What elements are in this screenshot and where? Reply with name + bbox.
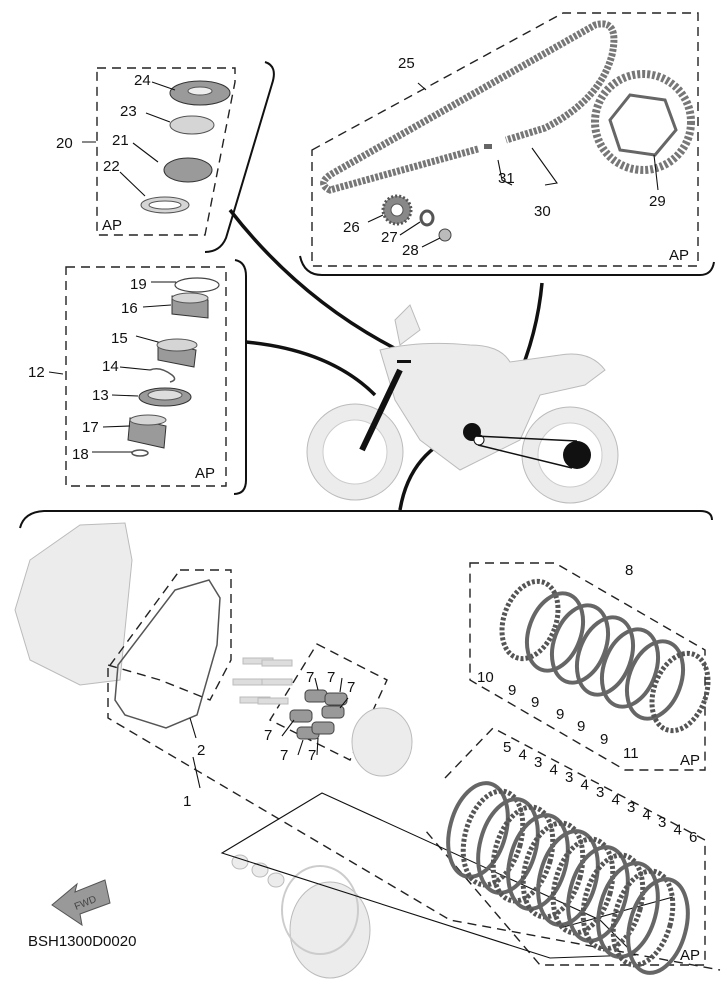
part-label: 2 <box>197 742 205 759</box>
part-label: 9 <box>577 718 585 735</box>
callout-frame-clutch <box>19 510 713 529</box>
part-label: 31 <box>498 170 515 187</box>
clutch-plate <box>626 877 690 975</box>
callout-frame-steering-upper <box>204 61 275 253</box>
part-label: 7 <box>308 747 316 764</box>
part-label: 15 <box>111 330 128 347</box>
part-label: 4 <box>550 762 558 779</box>
part-label: 28 <box>402 242 419 259</box>
clutch-plate <box>596 861 660 959</box>
group-steering-upper <box>82 67 236 236</box>
part-label: 30 <box>534 203 551 220</box>
part-label: 9 <box>508 682 516 699</box>
motorcycle-illustration <box>306 304 619 504</box>
part-label: 9 <box>556 706 564 723</box>
part-label: 3 <box>565 769 573 786</box>
ap-label: AP <box>669 247 689 264</box>
clutch-plate <box>550 836 616 936</box>
ap-label: AP <box>680 947 700 964</box>
part-label: 27 <box>381 229 398 246</box>
part-label: 4 <box>581 777 589 794</box>
part-label: 29 <box>649 193 666 210</box>
part-label: 9 <box>531 694 539 711</box>
part-label: 3 <box>627 799 635 816</box>
group-clutch <box>14 522 721 979</box>
clutch-plate <box>549 603 611 685</box>
part-label: 7 <box>306 669 314 686</box>
clutch-plate <box>624 639 686 721</box>
part-label: 14 <box>102 358 119 375</box>
part-label: 5 <box>503 739 511 756</box>
group-drive-chain <box>311 12 699 267</box>
part-label: 4 <box>519 747 527 764</box>
clutch-plate <box>506 813 570 911</box>
fwd-arrow-icon: FWD <box>51 879 111 927</box>
clutch-plate <box>490 804 556 904</box>
clutch-kit-8-plates <box>499 578 711 734</box>
ap-label: AP <box>195 465 215 482</box>
part-label: 4 <box>612 792 620 809</box>
callout-frame-steering-lower <box>233 259 247 495</box>
part-label: 3 <box>534 754 542 771</box>
part-label: 19 <box>130 276 147 293</box>
part-label: 4 <box>674 822 682 839</box>
clutch-plate <box>599 627 661 709</box>
clutch-plate <box>536 829 600 927</box>
part-label: 13 <box>92 387 109 404</box>
set-label-12: 12 <box>28 364 45 381</box>
part-label: 21 <box>112 132 129 149</box>
callout-frame-drive-chain <box>299 255 715 276</box>
ap-label: AP <box>680 752 700 769</box>
part-label: 26 <box>343 219 360 236</box>
leader-steering-upper <box>228 208 399 352</box>
set-label-20: 20 <box>56 135 73 152</box>
part-label: 7 <box>280 747 288 764</box>
part-label: 22 <box>103 158 120 175</box>
clutch-plate <box>580 852 646 952</box>
part-label: 11 <box>623 745 639 762</box>
clutch-plate <box>566 845 630 943</box>
part-label: 16 <box>121 300 138 317</box>
clutch-plate <box>446 781 510 879</box>
leader-steering-lower <box>245 340 377 397</box>
clutch-plate-stack <box>446 781 690 975</box>
clutch-plate <box>574 615 636 697</box>
part-label: 9 <box>600 731 608 748</box>
diagram-code: BSH1300D0020 <box>28 933 136 950</box>
part-label: 23 <box>120 103 137 120</box>
group-steering-lower <box>48 266 227 487</box>
clutch-plate <box>610 868 676 968</box>
part-label: 7 <box>347 679 355 696</box>
part-label: 6 <box>689 829 697 846</box>
clutch-plate <box>649 650 711 734</box>
clutch-plate <box>499 578 561 662</box>
ap-label: AP <box>102 217 122 234</box>
part-label: 3 <box>658 814 666 831</box>
part-label: 25 <box>398 55 415 72</box>
part-label: 7 <box>264 727 272 744</box>
part-label: 24 <box>134 72 151 89</box>
clutch-plate <box>524 591 586 673</box>
part-label: 18 <box>72 446 89 463</box>
part-label: 10 <box>477 669 494 686</box>
clutch-plate <box>476 797 540 895</box>
part-label: 7 <box>327 669 335 686</box>
part-label: 17 <box>82 419 99 436</box>
part-label: 4 <box>643 807 651 824</box>
clutch-plate <box>460 788 526 888</box>
set-label-1: 1 <box>183 793 191 810</box>
part-label: 3 <box>596 784 604 801</box>
clutch-plate <box>520 820 586 920</box>
set-label-8: 8 <box>625 562 633 579</box>
